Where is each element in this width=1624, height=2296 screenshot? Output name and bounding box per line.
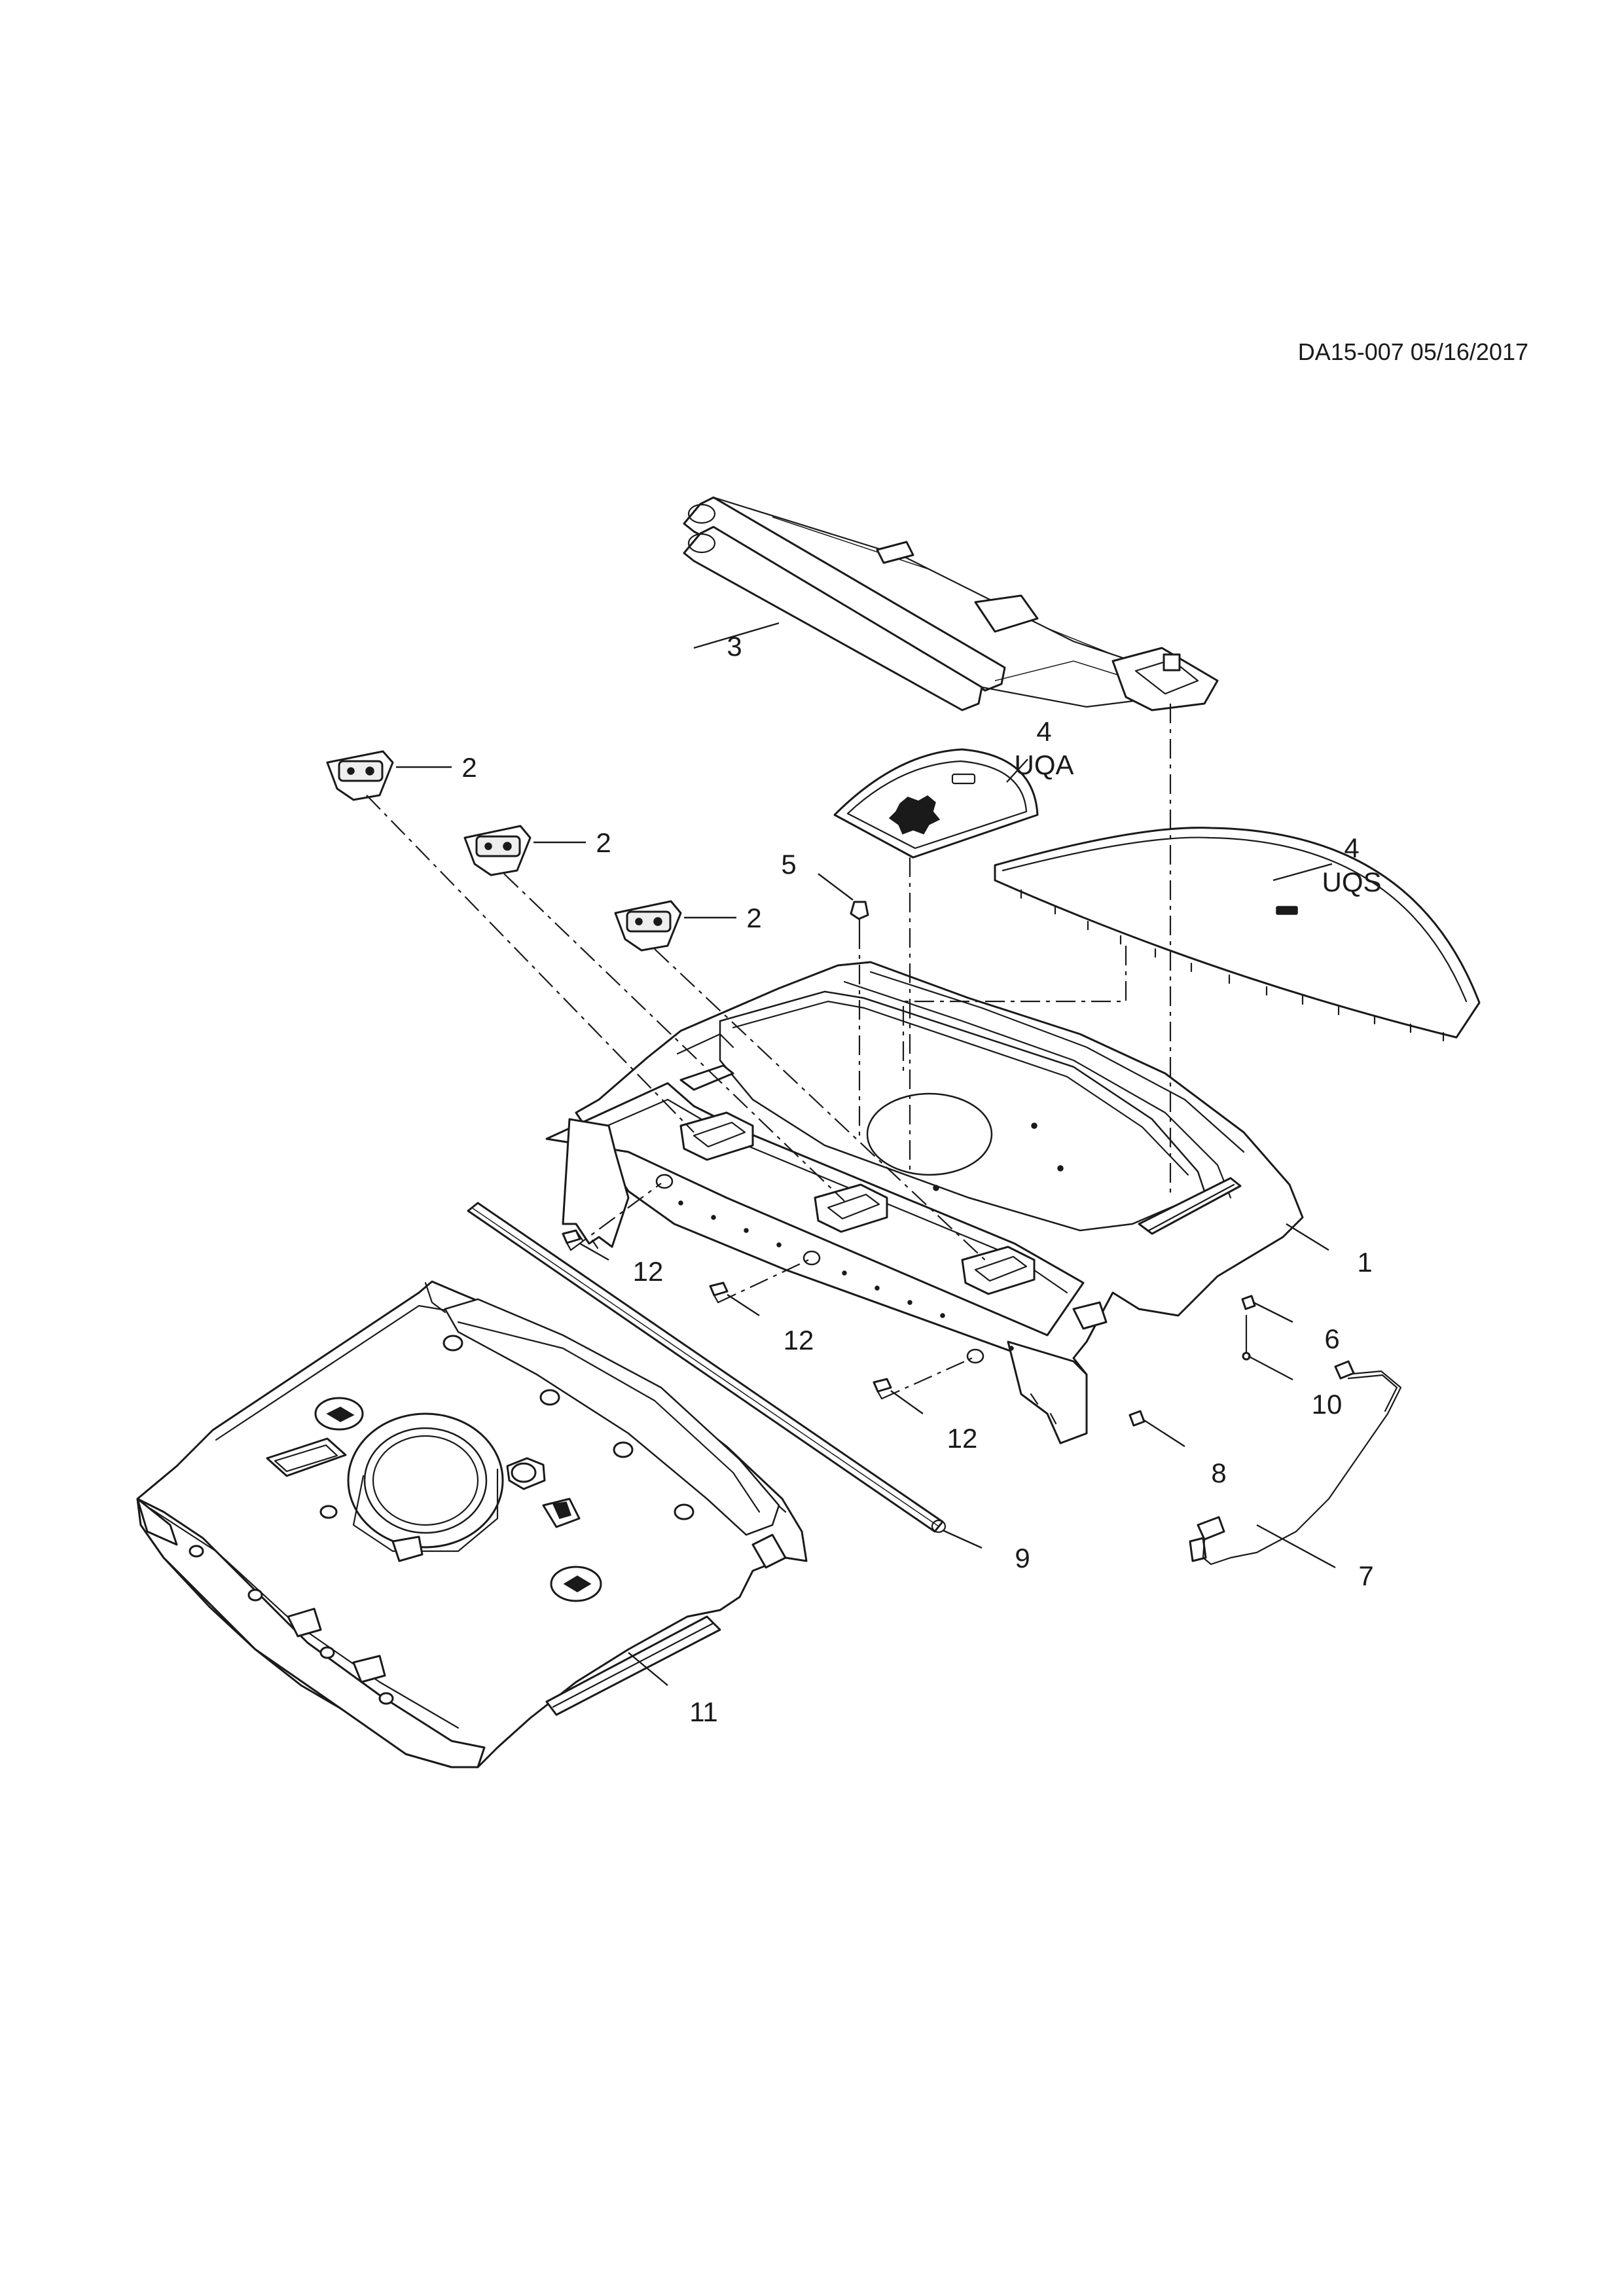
callout-4-uqa-code: UQA [1014, 749, 1074, 780]
callout-11: 11 [689, 1696, 718, 1727]
callout-2a: 2 [461, 752, 477, 783]
push-pin-2 [709, 1282, 729, 1304]
callout-1: 1 [1357, 1247, 1372, 1278]
callout-2c: 2 [746, 903, 761, 933]
rear-panel [136, 1280, 808, 1768]
callout-4-uqs-code: UQS [1322, 867, 1381, 897]
callout-8: 8 [1211, 1458, 1226, 1488]
package-shelf-trim [545, 961, 1304, 1444]
retainer-6 [1241, 1295, 1256, 1310]
trim-bezel-2 [463, 825, 532, 876]
push-pin-1 [562, 1229, 581, 1251]
clip-8 [1128, 1410, 1146, 1427]
diagram-reference: DA15-007 05/16/2017 [1298, 338, 1528, 365]
callout-4-uqa-number: 4 [1036, 716, 1051, 747]
callout-10: 10 [1312, 1389, 1343, 1420]
leader-lines [396, 622, 1336, 1686]
callout-4-uqs-number: 4 [1344, 833, 1359, 863]
callout-3: 3 [727, 631, 742, 662]
screw-10 [1242, 1314, 1251, 1361]
callout-2b: 2 [596, 827, 611, 858]
callout-9: 9 [1015, 1543, 1030, 1573]
sunshade-assembly [683, 496, 1219, 711]
callout-labels: 1 2 2 2 3 4 UQA 4 UQS 5 6 7 8 9 10 11 12… [461, 631, 1381, 1727]
callout-12c: 12 [947, 1423, 978, 1454]
callout-12a: 12 [633, 1256, 664, 1287]
push-pin-3 [873, 1378, 892, 1400]
alignment-lines [366, 704, 1172, 1400]
trim-bezel-3 [614, 900, 682, 952]
callout-12b: 12 [784, 1325, 814, 1355]
callout-5: 5 [781, 849, 796, 880]
trim-bezel-1 [326, 750, 394, 801]
callout-6: 6 [1324, 1323, 1339, 1354]
weatherstrip [467, 1202, 947, 1534]
callout-7: 7 [1358, 1560, 1373, 1591]
cover-panel-uqs [994, 827, 1481, 1042]
retainer-clip [850, 901, 869, 931]
cover-panel-uqa [833, 748, 1039, 859]
wiring-harness [1189, 1360, 1402, 1566]
